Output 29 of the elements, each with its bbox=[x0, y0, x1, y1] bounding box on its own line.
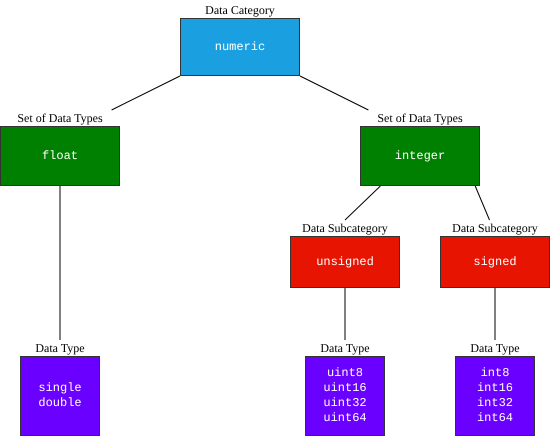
box-label: int8 bbox=[480, 366, 510, 381]
connector-line bbox=[300, 76, 369, 110]
box-label: double bbox=[38, 396, 82, 411]
box-label: float bbox=[42, 148, 78, 164]
box-label: uint32 bbox=[323, 396, 367, 411]
node-heading: Data Type bbox=[470, 340, 520, 356]
connector-line bbox=[494, 288, 496, 340]
connector-line bbox=[344, 288, 346, 340]
node-heading: Data Type bbox=[35, 340, 85, 356]
box-label: int16 bbox=[476, 381, 513, 396]
node-heading: Data Subcategory bbox=[302, 220, 388, 236]
box-label: uint64 bbox=[323, 411, 367, 426]
box-label: single bbox=[38, 381, 82, 396]
box-label: unsigned bbox=[316, 254, 374, 270]
box-label: uint16 bbox=[323, 381, 367, 396]
node-heading: Data Category bbox=[205, 2, 275, 18]
box-label: signed bbox=[473, 254, 517, 270]
box-label: numeric bbox=[214, 40, 266, 54]
node-heading: Data Type bbox=[320, 340, 370, 356]
node-heading: Set of Data Types bbox=[17, 110, 103, 126]
box-label: integer bbox=[394, 148, 446, 164]
connector-line bbox=[474, 186, 490, 220]
box-label: uint8 bbox=[326, 366, 363, 381]
box-label: int64 bbox=[476, 411, 513, 426]
connector-line bbox=[344, 186, 381, 220]
box-label: int32 bbox=[476, 396, 513, 411]
node-heading: Data Subcategory bbox=[452, 220, 538, 236]
node-heading: Set of Data Types bbox=[377, 110, 463, 126]
connector-line bbox=[111, 76, 180, 110]
